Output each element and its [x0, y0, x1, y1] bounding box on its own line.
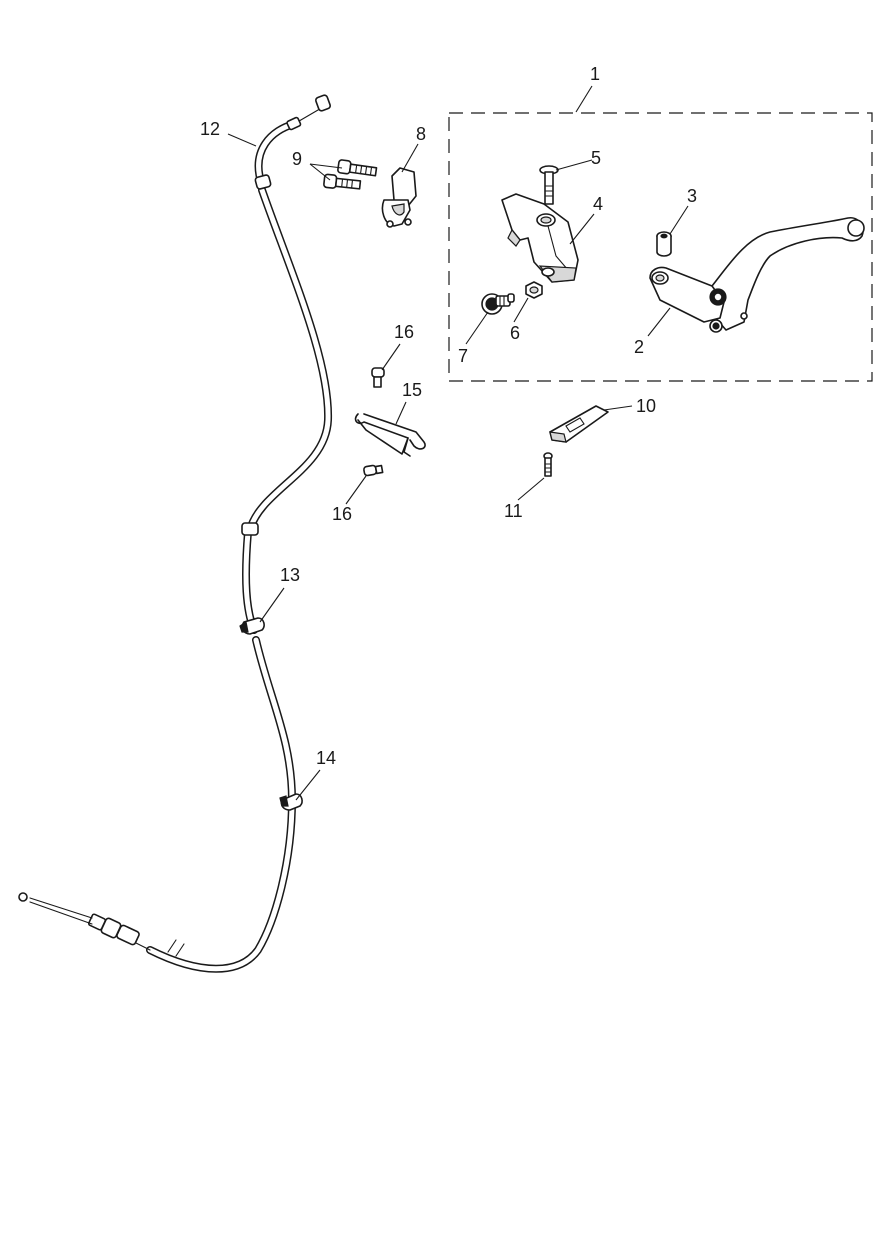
callout-1: 1 — [590, 64, 600, 84]
callout-4: 4 — [593, 194, 603, 214]
cable-adjuster[interactable] — [481, 293, 515, 315]
callout-labels: 1 2 3 4 5 6 7 8 9 10 11 12 13 14 15 16 1… — [200, 64, 697, 768]
mounting-plate[interactable] — [549, 405, 609, 443]
callout-13: 13 — [280, 565, 300, 585]
callout-16-lower: 16 — [332, 504, 352, 524]
callout-14: 14 — [316, 748, 336, 768]
lock-nut[interactable] — [525, 281, 543, 299]
handlebar-clamp[interactable] — [381, 167, 417, 228]
callout-2: 2 — [634, 337, 644, 357]
callout-8: 8 — [416, 124, 426, 144]
leader-lines — [227, 85, 689, 801]
pivot-bush[interactable] — [656, 231, 672, 257]
retainer-bolt-lower[interactable] — [363, 464, 384, 477]
clutch-lever[interactable] — [649, 216, 865, 333]
lever-assembly-boundary — [448, 112, 873, 382]
callout-9: 9 — [292, 149, 302, 169]
lever-bracket[interactable] — [501, 193, 579, 283]
clutch-cable[interactable] — [18, 94, 333, 973]
callout-12: 12 — [200, 119, 220, 139]
callout-6: 6 — [510, 323, 520, 343]
callout-11: 11 — [504, 501, 523, 521]
callout-5: 5 — [591, 148, 601, 168]
callout-15: 15 — [402, 380, 422, 400]
callout-3: 3 — [687, 186, 697, 206]
cable-clip-upper[interactable] — [239, 617, 265, 635]
bolt-pair[interactable] — [323, 159, 378, 191]
pivot-bolt[interactable] — [539, 165, 559, 205]
callout-16-upper: 16 — [394, 322, 414, 342]
callout-7: 7 — [458, 346, 468, 366]
cable-retainer-clip[interactable] — [354, 413, 426, 457]
plate-screw[interactable] — [543, 452, 553, 477]
retainer-bolt-upper[interactable] — [371, 367, 385, 388]
callout-10: 10 — [636, 396, 656, 416]
